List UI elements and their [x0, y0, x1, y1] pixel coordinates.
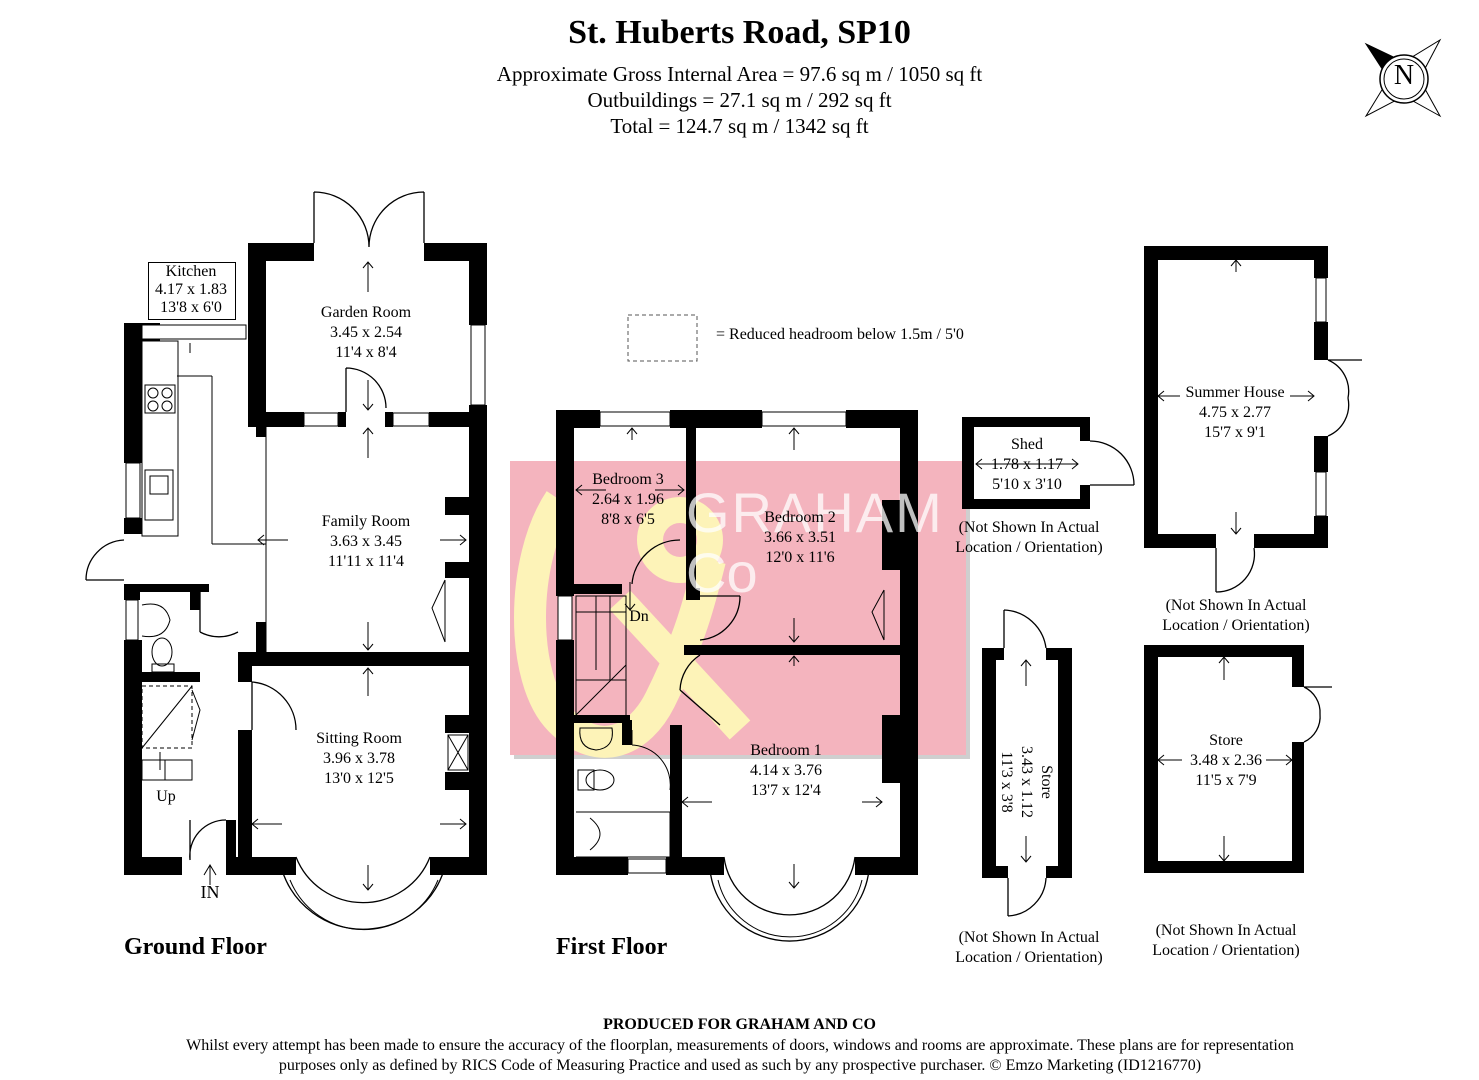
store-narrow-note-2: Location / Orientation) [955, 949, 1103, 966]
bedroom2-name: Bedroom 2 [764, 509, 836, 526]
kitchen-name: Kitchen [165, 263, 217, 280]
kitchen-metric: 4.17 x 1.83 [155, 281, 227, 298]
ground-floor-walls [124, 243, 487, 875]
store-narrow-metric: 3.43 x 1.12 [1018, 746, 1035, 818]
first-floor-label: First Floor [556, 934, 668, 960]
first-floor-dimension-arrows [575, 427, 883, 889]
bedroom2-imperial: 12'0 x 11'6 [765, 549, 835, 566]
area-total: Total = 124.7 sq m / 1342 sq ft [610, 114, 869, 138]
footer-disclaimer: Whilst every attempt has been made to en… [120, 1036, 1360, 1076]
shed-note-2: Location / Orientation) [955, 539, 1103, 556]
area-outbuildings: Outbuildings = 27.1 sq m / 292 sq ft [587, 88, 892, 112]
bedroom3-name: Bedroom 3 [592, 471, 664, 488]
area-internal: Approximate Gross Internal Area = 97.6 s… [496, 62, 983, 86]
first-floor-walls [556, 410, 918, 875]
ground-floor-label: Ground Floor [124, 934, 267, 960]
entrance-label: IN [200, 882, 220, 902]
shed-name: Shed [1011, 436, 1043, 453]
ground-floor-dimension-arrows [159, 261, 467, 891]
bedroom1-name: Bedroom 1 [750, 742, 822, 759]
footer-disclaimer-line1: Whilst every attempt has been made to en… [186, 1037, 1294, 1054]
sitting-room-metric: 3.96 x 3.78 [323, 750, 395, 767]
first-floor-fittings [575, 539, 885, 942]
shed-metric: 1.78 x 1.17 [991, 456, 1063, 473]
bedroom1-metric: 4.14 x 3.76 [750, 762, 822, 779]
summer-house-walls [1144, 246, 1362, 593]
summer-house-note-1: (Not Shown In Actual [1165, 597, 1307, 614]
page-title: St. Huberts Road, SP10 [568, 14, 911, 51]
store-narrow-note-1: (Not Shown In Actual [958, 929, 1100, 946]
legend-swatch [627, 314, 698, 362]
summer-house-name: Summer House [1185, 384, 1285, 401]
bedroom3-imperial: 8'8 x 6'5 [601, 511, 655, 528]
shed-walls [962, 417, 1135, 509]
watermark-text: GRAHAM [686, 481, 944, 544]
bedroom3-metric: 2.64 x 1.96 [592, 491, 664, 508]
summer-house-metric: 4.75 x 2.77 [1199, 404, 1271, 421]
shed-imperial: 5'10 x 3'10 [992, 476, 1062, 493]
kitchen-imperial: 13'8 x 6'0 [160, 299, 222, 316]
garden-room-imperial: 11'4 x 8'4 [335, 344, 397, 361]
garden-room-metric: 3.45 x 2.54 [330, 324, 402, 341]
store-narrow-name: Store [1038, 765, 1055, 799]
store-walls [1144, 645, 1332, 873]
legend-label: = Reduced headroom below 1.5m / 5'0 [716, 326, 964, 343]
bedroom2-metric: 3.66 x 3.51 [764, 529, 836, 546]
sitting-room-name: Sitting Room [316, 730, 402, 747]
store-narrow-walls [982, 609, 1072, 917]
store-imperial: 11'5 x 7'9 [1195, 772, 1257, 789]
summer-house-note-2: Location / Orientation) [1162, 617, 1310, 634]
stairs-up-label: Up [156, 788, 176, 805]
footer-disclaimer-line2: purposes only as defined by RICS Code of… [278, 1057, 1202, 1074]
store-metric: 3.48 x 2.36 [1190, 752, 1262, 769]
ground-floor-fittings [85, 191, 469, 931]
store-narrow-label: Store 3.43 x 1.12 11'3 x 3'8 [996, 722, 1056, 842]
store-name: Store [1209, 732, 1243, 749]
stairs-down-label: Dn [629, 608, 649, 625]
family-room-metric: 3.63 x 3.45 [330, 533, 402, 550]
family-room-name: Family Room [321, 513, 411, 530]
compass-north-label: N [1393, 60, 1415, 91]
garden-room-name: Garden Room [320, 304, 412, 321]
store-narrow-imperial: 11'3 x 3'8 [998, 751, 1015, 813]
compass-icon [1364, 38, 1442, 118]
kitchen-label-box [148, 262, 236, 320]
family-room-imperial: 11'11 x 11'4 [328, 553, 404, 570]
store-note-1: (Not Shown In Actual [1155, 922, 1297, 939]
footer-heading: PRODUCED FOR GRAHAM AND CO [603, 1016, 876, 1033]
sitting-room-imperial: 13'0 x 12'5 [324, 770, 394, 787]
shed-note-1: (Not Shown In Actual [958, 519, 1100, 536]
store-note-2: Location / Orientation) [1152, 942, 1300, 959]
watermark-text-2: Co [686, 541, 758, 604]
bedroom1-imperial: 13'7 x 12'4 [751, 782, 821, 799]
summer-house-imperial: 15'7 x 9'1 [1204, 424, 1266, 441]
